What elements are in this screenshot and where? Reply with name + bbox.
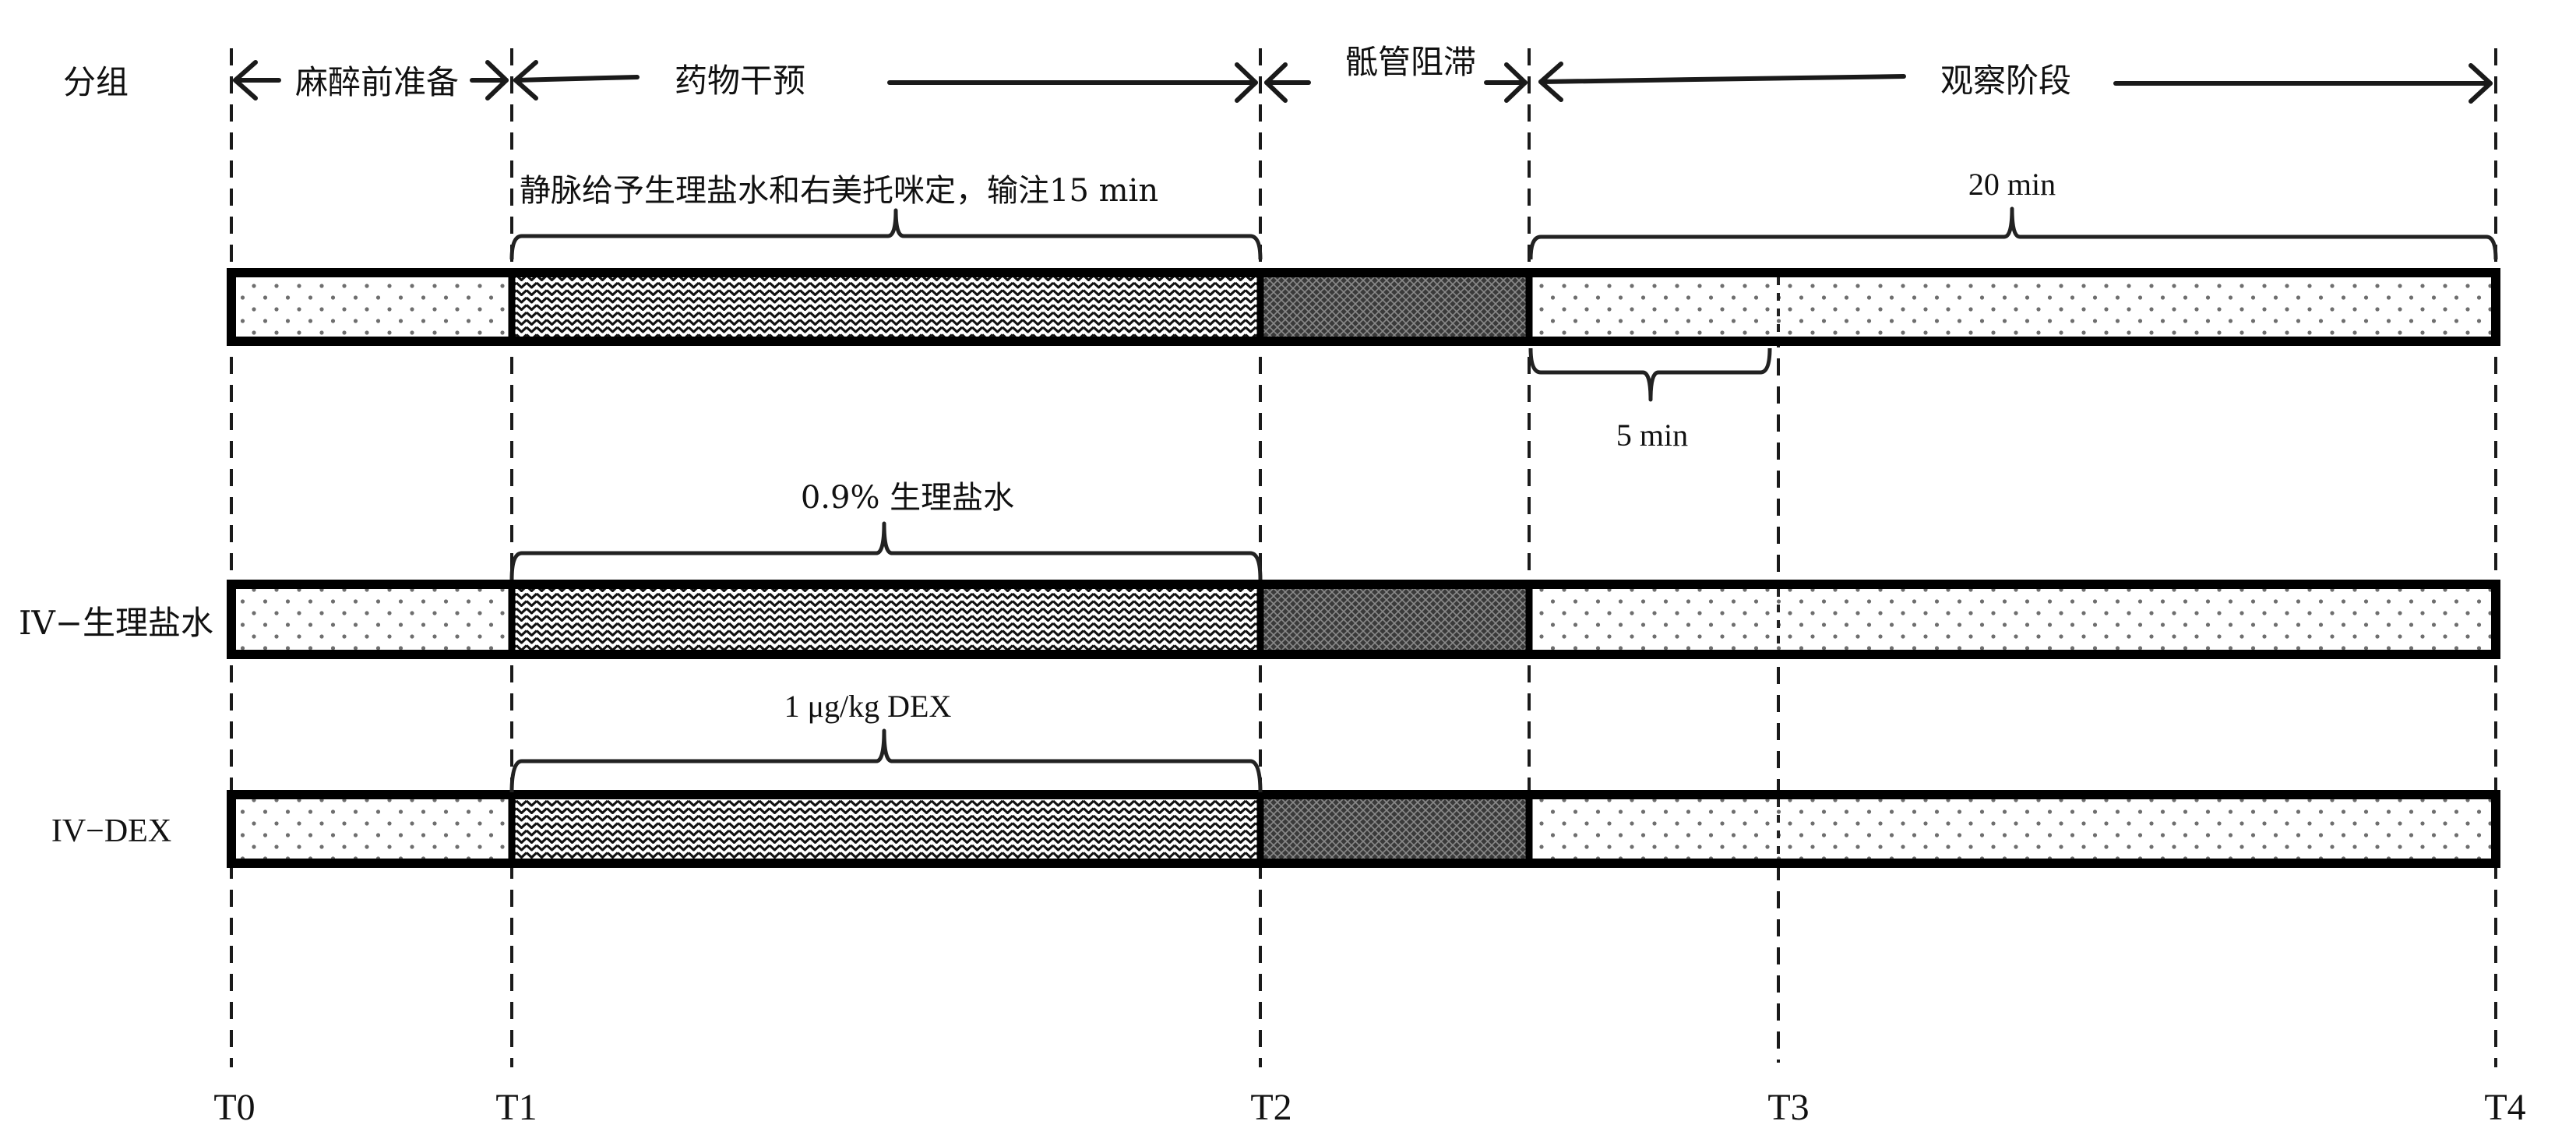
segment-caudal-block: [1260, 795, 1529, 863]
segment-pre-anesthesia: [231, 584, 512, 654]
phase-drug-intervention: 药物干预: [513, 60, 1258, 103]
time-label-t4: T4: [2484, 1087, 2525, 1128]
observation-duration-brace: [1528, 206, 2498, 260]
time-label-t1: T1: [495, 1087, 537, 1128]
time-label-t3: T3: [1767, 1087, 1809, 1128]
arrow-left-icon: [233, 60, 281, 100]
row1-infusion-annotation: 静脉给予生理盐水和右美托咪定，输注15 min: [520, 173, 1158, 209]
arrow-right-icon: [1484, 62, 1528, 103]
row-label-dex: IV−DEX: [51, 813, 171, 849]
row3-drug-annotation: 1 μg/kg DEX: [784, 689, 952, 724]
segment-observation: [1529, 273, 2496, 341]
time-guides: [230, 48, 2497, 1067]
segment-observation: [1529, 795, 2496, 863]
row1-intervention-brace: [509, 208, 1263, 260]
phase-pre-anesthesia: 麻醉前准备: [233, 60, 509, 101]
bar-frame: [227, 580, 2500, 659]
phase-label-caudal-block: 骶管阻滞: [1345, 43, 1476, 81]
group-column-header: 分组: [63, 63, 129, 101]
segment-caudal-block: [1260, 273, 1529, 341]
arrow-left-icon: [1538, 62, 1906, 102]
arrow-left-icon: [513, 60, 640, 100]
segment-drug-intervention: [512, 273, 1260, 341]
phase-label-drug-intervention: 药物干预: [675, 62, 805, 100]
arrow-right-icon: [2113, 63, 2493, 104]
group-bars: [227, 268, 2500, 868]
observation-duration-label: 20 min: [1968, 167, 2056, 202]
segment-observation: [1529, 584, 2496, 654]
arrow-right-icon: [470, 60, 509, 100]
phase-caudal-block: 骶管阻滞: [1264, 43, 1528, 103]
phase-label-observation: 观察阶段: [1940, 62, 2071, 100]
row2-intervention-brace: [509, 521, 1263, 580]
segment-caudal-block: [1260, 584, 1529, 654]
arrow-right-icon: [887, 62, 1258, 103]
phase-label-pre-anesthesia: 麻醉前准备: [295, 63, 459, 101]
group-bar-row-2: [227, 580, 2500, 659]
bar-frame: [227, 790, 2500, 868]
segment-pre-anesthesia: [231, 273, 512, 341]
segment-pre-anesthesia: [231, 795, 512, 863]
first-interval-brace: [1528, 347, 1772, 402]
row-label-saline: IV−生理盐水: [19, 604, 213, 642]
row3-intervention-brace: [509, 728, 1263, 793]
time-label-t0: T0: [213, 1087, 255, 1128]
phase-observation: 观察阶段: [1538, 62, 2493, 104]
first-interval-label: 5 min: [1616, 418, 1688, 453]
time-label-t2: T2: [1250, 1087, 1292, 1128]
arrow-left-icon: [1264, 62, 1311, 103]
group-bar-row-1: [227, 268, 2500, 346]
segment-drug-intervention: [512, 795, 1260, 863]
group-bar-row-3: [227, 790, 2500, 868]
row2-drug-annotation: 0.9% 生理盐水: [801, 480, 1014, 516]
segment-drug-intervention: [512, 584, 1260, 654]
bar-frame: [227, 268, 2500, 346]
